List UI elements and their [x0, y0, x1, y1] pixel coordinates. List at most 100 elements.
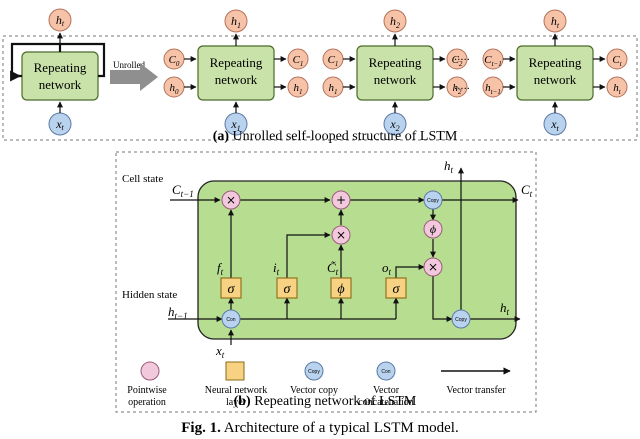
svg-text:+: +: [336, 193, 346, 207]
state-node-out: [606, 76, 628, 98]
svg-text:Pointwise: Pointwise: [127, 385, 167, 396]
self-loop-output-node: [48, 8, 72, 32]
self-loop-output-label: ht: [56, 13, 65, 28]
box-line2: network: [215, 72, 258, 87]
gate-label: ft: [217, 260, 224, 277]
self-loop-network: Repeating network ht xt: [10, 8, 106, 136]
h-out-top-label: ht: [444, 158, 454, 175]
gate-layer: σft: [217, 260, 242, 299]
copy-node-hidden: Copy: [451, 309, 471, 329]
op-add: +: [331, 190, 351, 210]
gate-layer: σot: [382, 260, 407, 299]
output-node: [383, 9, 407, 33]
panel-b: Cell state Hidden state Ct−1 ht−1 Ct ht …: [115, 151, 537, 413]
state-label-in: Ct−1: [484, 54, 502, 68]
ellipsis-bottom: ·····: [454, 84, 470, 95]
unrolled-arrow-shape: [110, 63, 158, 91]
op-input-mul: ×: [331, 225, 351, 245]
panel-a: Repeating network ht xt Unrolled C0h0Rep…: [2, 8, 638, 144]
cell-state-label: Cell state: [122, 173, 163, 185]
svg-text:×: ×: [336, 228, 346, 242]
gate-layer: σit: [273, 260, 298, 299]
c-out-label: Ct: [521, 182, 533, 199]
svg-text:Vector transfer: Vector transfer: [446, 385, 506, 396]
box-line1: Repeating: [529, 55, 582, 70]
gate-label: ot: [382, 260, 392, 277]
c-prev-label: Ct−1: [172, 182, 194, 199]
svg-text:×: ×: [428, 260, 438, 274]
unrolled-arrow: Unrolled: [110, 60, 158, 91]
figure-caption-tag: Fig. 1.: [181, 420, 221, 436]
gate-box: [276, 277, 298, 299]
legend-pointwise: Pointwise operation: [127, 361, 167, 408]
state-label-out: ht: [613, 82, 622, 96]
h-out-right-label: ht: [500, 300, 510, 317]
input-label: x1: [230, 117, 240, 133]
state-label-out: h2: [453, 82, 463, 96]
state-node-out: [446, 48, 468, 70]
output-out: [395, 264, 425, 278]
panel-a-caption: (a) Unrolled self-looped structure of LS…: [213, 129, 458, 144]
gate-symbol: σ: [228, 282, 236, 297]
unrolled-steps: C0h0RepeatingnetworkC1h1h1x1C1h1Repeatin…: [163, 9, 628, 136]
legend-transfer: Vector transfer: [441, 367, 511, 396]
panel-b-frame: [115, 151, 537, 413]
gate-box: [330, 277, 352, 299]
output-node: [543, 9, 567, 33]
state-node-out: [446, 76, 468, 98]
svg-text:Con: Con: [226, 317, 235, 323]
input-label: x2: [389, 117, 399, 133]
self-loop-box-line2: network: [39, 77, 82, 92]
panel-b-caption-tag: (b): [234, 394, 251, 409]
state-label-out: Ct: [612, 54, 622, 68]
figure-caption: Fig. 1. Architecture of a typical LSTM m…: [181, 420, 458, 436]
state-label-in: h1: [329, 82, 338, 96]
state-label-out: h1: [294, 82, 303, 96]
output-label: h1: [231, 14, 241, 30]
legend-neural: Neural network layer: [205, 361, 267, 408]
box-line1: Repeating: [210, 55, 263, 70]
state-node-out: [287, 48, 309, 70]
copy-node-cell: Copy: [423, 190, 443, 210]
figure-caption-text: Architecture of a typical LSTM model.: [224, 420, 459, 436]
panel-b-caption: (b) Repeating network of LSTM: [234, 394, 417, 409]
panel-a-frame: [2, 35, 638, 141]
input-out: [286, 232, 331, 278]
svg-text:operation: operation: [128, 397, 166, 408]
op-output-mul: ×: [423, 257, 443, 277]
panel-a-caption-text: Unrolled self-looped structure of LSTM: [233, 129, 458, 144]
mul-to-copy: [432, 276, 453, 322]
self-loop-input-label: xt: [55, 117, 64, 132]
op-tanh: ϕ: [423, 219, 443, 239]
input-label: xt: [550, 117, 559, 133]
unrolled-label: Unrolled: [113, 60, 145, 70]
state-label-out: C1: [293, 54, 304, 68]
legend: Pointwise operation Neural network layer…: [127, 361, 511, 408]
output-node: [224, 9, 248, 33]
box-line2: network: [534, 72, 577, 87]
svg-text:concatenation: concatenation: [358, 397, 414, 408]
svg-text:layer: layer: [226, 397, 247, 408]
state-node-out: [287, 76, 309, 98]
gate-symbol: σ: [284, 282, 292, 297]
svg-text:Vector copy: Vector copy: [290, 385, 338, 396]
concat-node: Con: [221, 309, 241, 329]
svg-text:Copy: Copy: [308, 369, 320, 375]
state-label-in: C0: [169, 54, 180, 68]
ellipsis-top: ·····: [454, 55, 470, 66]
box-line1: Repeating: [369, 55, 422, 70]
legend-concat: Con Vector concatenation: [358, 361, 414, 408]
self-loop-box-line1: Repeating: [34, 60, 87, 75]
state-node-out: [606, 48, 628, 70]
svg-text:ϕ: ϕ: [430, 222, 436, 236]
svg-text:Neural network: Neural network: [205, 385, 267, 396]
panel-b-caption-text: Repeating network of LSTM: [254, 394, 417, 409]
gate-box: [220, 277, 242, 299]
hidden-state-label: Hidden state: [122, 289, 177, 301]
gate-symbol: ϕ: [337, 282, 344, 297]
